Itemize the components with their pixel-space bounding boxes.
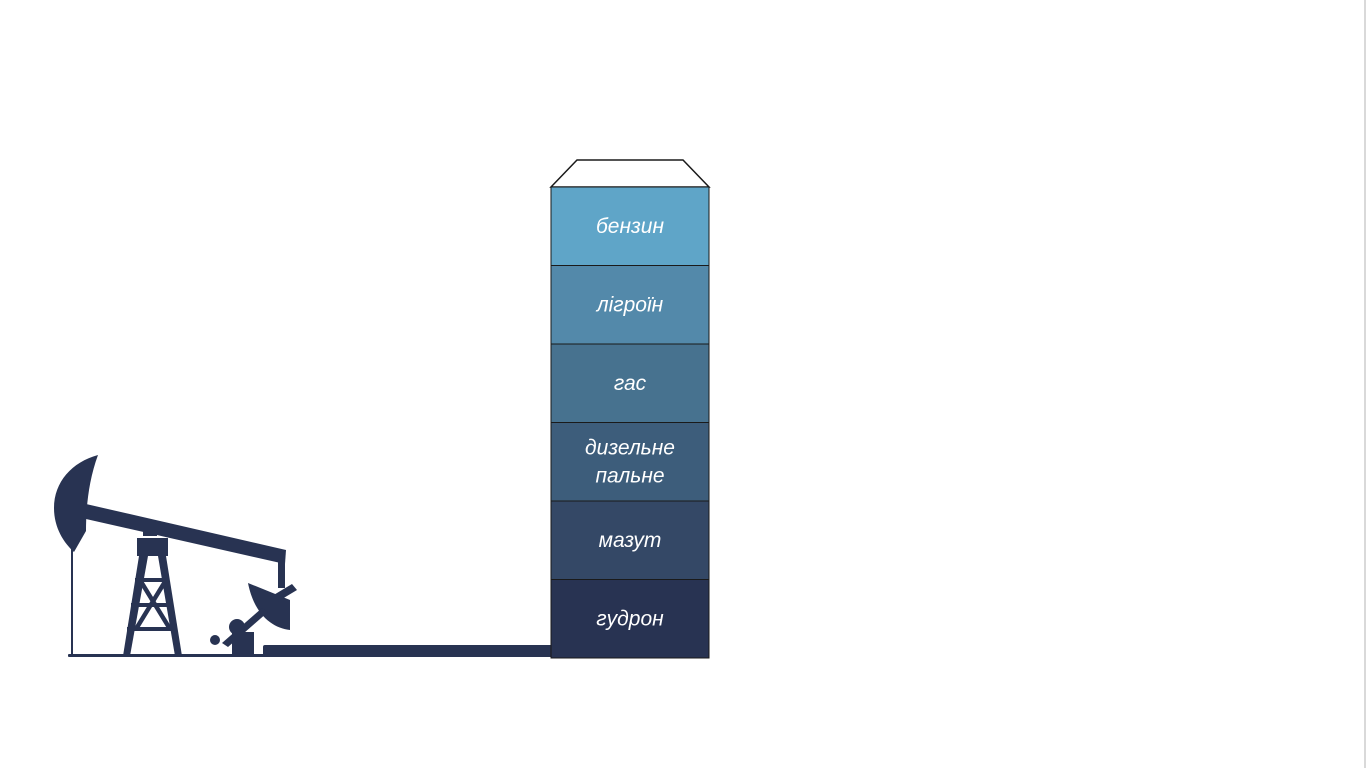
- column-layer-label: бензин: [596, 215, 664, 238]
- column-layer-label: мазут: [599, 529, 662, 552]
- column-layer-1: [550, 265, 710, 345]
- oil-pipe: [263, 645, 553, 657]
- oil-pumpjack-icon: [54, 455, 297, 657]
- column-layer-5: [550, 579, 710, 659]
- distillation-column: бензин лігроїн гас дизельне пальне мазут гудро…: [550, 186, 710, 659]
- column-layer-label: дизельне: [585, 436, 675, 459]
- column-layer-label: гас: [614, 372, 647, 395]
- column-layer-label: гудрон: [596, 607, 664, 630]
- right-edge-divider: [1364, 0, 1366, 768]
- column-layer-3: [550, 422, 710, 502]
- column-layer-2: [550, 343, 710, 423]
- column-roof: [549, 159, 711, 188]
- column-layer-4: [550, 500, 710, 580]
- column-layer-0: [550, 186, 710, 266]
- column-layer-label: пальне: [595, 464, 664, 487]
- column-layer-label: лігроїн: [596, 293, 664, 316]
